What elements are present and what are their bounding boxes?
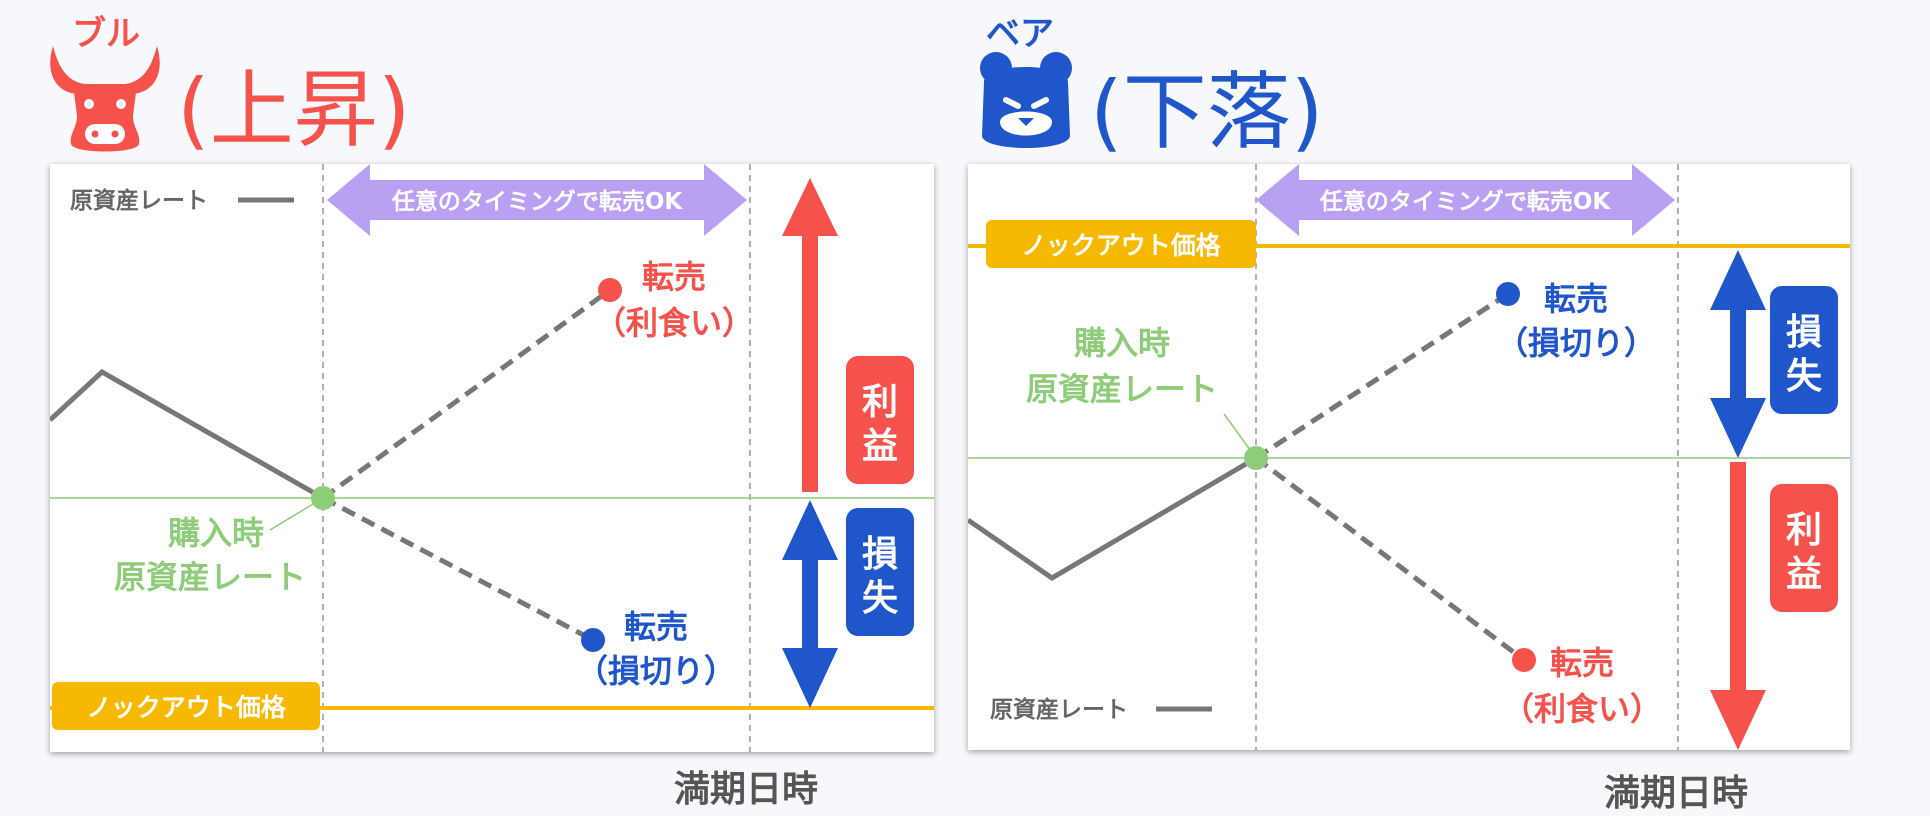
profit-badge xyxy=(846,356,914,484)
price-history-line xyxy=(966,455,1258,581)
bear-title: (下落) xyxy=(1090,63,1324,161)
purchase-label-line1: 購入時 xyxy=(168,514,264,552)
loss-badge-char1: 損 xyxy=(1786,312,1822,353)
bear-heading: (下落) xyxy=(978,48,1324,154)
loss-sell-point xyxy=(1496,282,1520,306)
loss-badge xyxy=(1770,286,1838,414)
profit-sell-label: 転売 xyxy=(642,258,706,296)
legend-label: 原資産レート xyxy=(70,187,208,214)
loss-arrow-head-up xyxy=(1710,250,1766,310)
bear-chart-panel: 任意のタイミングで転売OK ノックアウト価格 購入時 原資産レート 転売 （損切… xyxy=(966,164,1850,750)
profit-sell-point xyxy=(1512,648,1536,672)
profit-badge-char2: 益 xyxy=(1786,554,1822,595)
loss-arrow-shaft xyxy=(802,554,818,654)
loss-badge-char1: 損 xyxy=(862,534,898,575)
loss-badge xyxy=(846,508,914,636)
loss-path xyxy=(321,495,595,643)
timing-label: 任意のタイミングで転売OK xyxy=(391,188,684,215)
price-history-line xyxy=(48,368,325,501)
profit-arrow-shaft xyxy=(802,234,818,492)
purchase-label-line2: 原資産レート xyxy=(1026,370,1218,408)
bull-heading: (上昇) xyxy=(45,44,411,156)
profit-arrow-head xyxy=(1710,690,1766,750)
loss-badge-char2: 失 xyxy=(1786,356,1823,397)
profit-path xyxy=(1254,456,1526,662)
knockout-badge xyxy=(52,682,320,730)
bear-head-icon xyxy=(980,52,1072,148)
loss-arrow-head-down xyxy=(1710,398,1766,458)
profit-sell-sublabel: （利食い） xyxy=(594,304,754,342)
bull-expiry-label: 満期日時 xyxy=(674,769,819,810)
loss-sell-sublabel: （損切り） xyxy=(1496,324,1656,362)
profit-badge-char2: 益 xyxy=(862,426,898,467)
timing-label: 任意のタイミングで転売OK xyxy=(1319,188,1612,215)
loss-arrow-shaft xyxy=(1730,304,1746,404)
profit-sell-sublabel: （利食い） xyxy=(1502,690,1662,728)
loss-path xyxy=(1254,291,1510,461)
loss-sell-point xyxy=(581,628,605,652)
purchase-label-line1: 購入時 xyxy=(1074,324,1170,362)
profit-sell-point xyxy=(598,278,622,302)
profit-badge-char1: 利 xyxy=(1786,510,1822,551)
legend-label: 原資産レート xyxy=(990,696,1128,723)
loss-sell-label: 転売 xyxy=(624,608,688,646)
profit-badge xyxy=(1770,484,1838,612)
bull-title: (上昇) xyxy=(177,61,411,159)
bull-head-icon xyxy=(50,46,160,152)
knockout-badge xyxy=(986,220,1256,268)
timing-arrow xyxy=(1256,164,1675,236)
timing-arrow xyxy=(327,164,747,236)
loss-badge-char2: 失 xyxy=(862,578,899,619)
profit-arrow-head xyxy=(782,178,838,236)
bear-ruby: ベア xyxy=(986,14,1054,54)
loss-arrow-head-down xyxy=(782,648,838,708)
knockout-label: ノックアウト価格 xyxy=(86,693,287,722)
loss-sell-label: 転売 xyxy=(1544,280,1608,318)
bull-chart-panel: 原資産レート 任意のタイミングで転売OK 転売 （利食い） 転売 （損切り） 購… xyxy=(48,164,934,752)
bull-ruby: ブル xyxy=(72,14,140,54)
profit-path xyxy=(321,287,612,501)
loss-sell-sublabel: （損切り） xyxy=(576,652,736,690)
profit-sell-label: 転売 xyxy=(1550,644,1614,682)
purchase-leader xyxy=(269,497,324,531)
profit-badge-char1: 利 xyxy=(862,382,898,423)
purchase-label-line2: 原資産レート xyxy=(114,558,306,596)
knockout-label: ノックアウト価格 xyxy=(1021,231,1222,260)
loss-arrow-head-up xyxy=(782,500,838,560)
profit-arrow-shaft xyxy=(1730,462,1746,692)
purchase-leader xyxy=(1223,413,1257,459)
bear-expiry-label: 満期日時 xyxy=(1604,773,1749,814)
